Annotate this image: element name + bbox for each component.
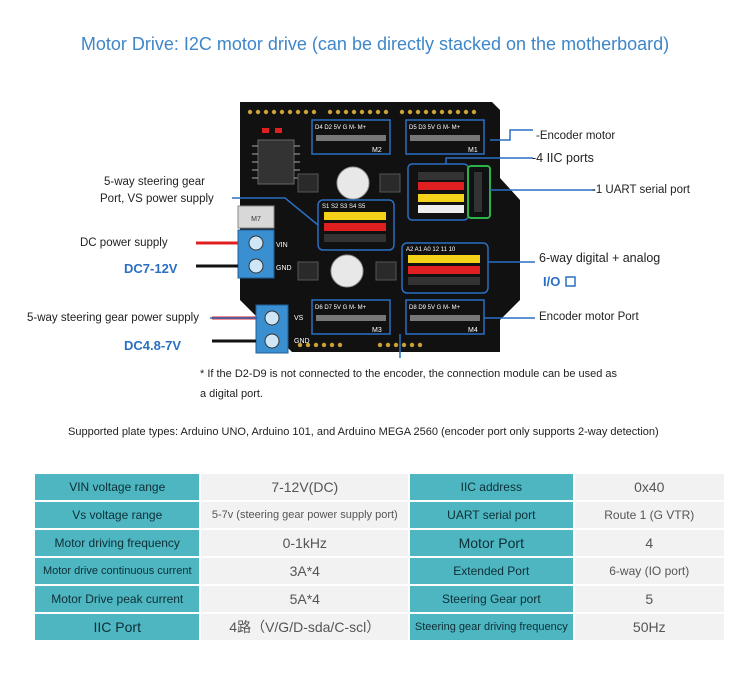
motor-header-m3 xyxy=(311,299,391,335)
regulator xyxy=(237,205,275,229)
callout-io: I/O xyxy=(543,274,561,289)
m2-header-labels: D4 D2 5V G M- M+ xyxy=(315,125,367,131)
io-header-labels: A2 A1 A0 12 11 10 xyxy=(406,247,456,253)
spec-value: 4路（V/G/D-sda/C-scl） xyxy=(201,614,409,640)
vs-label: VS xyxy=(294,315,304,322)
table-row: Motor driving frequency 0-1kHz Motor Por… xyxy=(35,530,724,556)
callout-dc-voltage: DC7-12V xyxy=(124,261,178,276)
spec-key: Motor drive continuous current xyxy=(35,558,200,584)
spec-key: Extended Port xyxy=(410,558,573,584)
table-row: Motor drive continuous current 3A*4 Exte… xyxy=(35,558,724,584)
spec-key: Motor Port xyxy=(410,530,573,556)
callout-steering-power: 5-way steering gear power supply xyxy=(27,312,199,324)
spec-key: VIN voltage range xyxy=(35,474,200,500)
vin-label: VIN xyxy=(276,242,288,249)
table-row: Vs voltage range 5-7v (steering gear pow… xyxy=(35,502,724,528)
spec-value: 5-7v (steering gear power supply port) xyxy=(201,502,409,528)
spec-value: 5 xyxy=(574,586,724,612)
driver-chip xyxy=(257,139,295,185)
m3-label: M3 xyxy=(372,327,382,334)
spec-key: Vs voltage range xyxy=(35,502,200,528)
spec-key: Motor driving frequency xyxy=(35,530,200,556)
motor-header-m4 xyxy=(405,299,485,335)
spec-value: 0-1kHz xyxy=(201,530,409,556)
gnd-label: GND xyxy=(276,265,292,272)
spec-key: Motor Drive peak current xyxy=(35,586,200,612)
capacitor-top xyxy=(336,166,370,200)
callout-steering-gear: 5-way steering gear xyxy=(104,176,205,188)
gnd2-label: GND xyxy=(294,338,310,345)
callout-encoder-motor-port: Encoder motor Port xyxy=(539,311,639,323)
spec-table: VIN voltage range 7-12V(DC) IIC address … xyxy=(33,472,726,642)
motor-header-m1 xyxy=(405,119,485,155)
spec-value: 4 xyxy=(574,530,724,556)
io-header xyxy=(401,242,489,294)
board-diagram: M7 D4 D2 5V G M- M+ M2 D5 D3 5V G M- M+ … xyxy=(196,102,595,358)
callout-dc-power: DC power supply xyxy=(80,237,168,249)
m1-label: M1 xyxy=(468,147,478,154)
callout-digital-analog: 6-way digital + analog xyxy=(539,251,661,265)
spec-value: 50Hz xyxy=(574,614,724,640)
motor-header-m2 xyxy=(311,119,391,155)
top-pin-row xyxy=(247,109,477,115)
uart-header xyxy=(467,165,491,219)
spec-key: IIC Port xyxy=(35,614,200,640)
capacitor-bottom xyxy=(330,254,364,288)
m2-label: M2 xyxy=(372,147,382,154)
m4-label: M4 xyxy=(468,327,478,334)
table-row: VIN voltage range 7-12V(DC) IIC address … xyxy=(35,474,724,500)
spec-key: Steering Gear port xyxy=(410,586,573,612)
spec-value: Route 1 (G VTR) xyxy=(574,502,724,528)
table-row: IIC Port 4路（V/G/D-sda/C-scl） Steering ge… xyxy=(35,614,724,640)
spec-key: IIC address xyxy=(410,474,573,500)
servo-header-labels: S1 S2 S3 S4 S5 xyxy=(322,204,366,210)
footnote: * If the D2-D9 is not connected to the e… xyxy=(200,368,618,400)
callout-uart-port: -1 UART serial port xyxy=(592,184,690,196)
regulator-label: M7 xyxy=(251,216,261,223)
page-title: Motor Drive: I2C motor drive (can be dir… xyxy=(80,34,670,54)
callout-encoder-motor: -Encoder motor xyxy=(536,130,616,142)
table-row: Motor Drive peak current 5A*4 Steering G… xyxy=(35,586,724,612)
callout-dc-voltage-2: DC4.8-7V xyxy=(124,338,182,353)
spec-value: 6-way (IO port) xyxy=(574,558,724,584)
spec-value: 3A*4 xyxy=(201,558,409,584)
m4-header-labels: D8 D9 5V G M- M+ xyxy=(409,305,461,311)
bottom-pin-row xyxy=(297,342,423,348)
spec-value: 0x40 xyxy=(574,474,724,500)
spec-value: 7-12V(DC) xyxy=(201,474,409,500)
spec-value: 5A*4 xyxy=(201,586,409,612)
spec-key: UART serial port xyxy=(410,502,573,528)
m3-header-labels: D6 D7 5V G M- M+ xyxy=(315,305,367,311)
callout-vs-power: Port, VS power supply xyxy=(100,193,214,205)
spec-key: Steering gear driving frequency xyxy=(410,614,573,640)
callout-iic-ports: -4 IIC ports xyxy=(532,151,594,165)
supported-boards: Supported plate types: Arduino UNO, Ardu… xyxy=(68,426,659,438)
m1-header-labels: D5 D3 5V G M- M+ xyxy=(409,125,461,131)
